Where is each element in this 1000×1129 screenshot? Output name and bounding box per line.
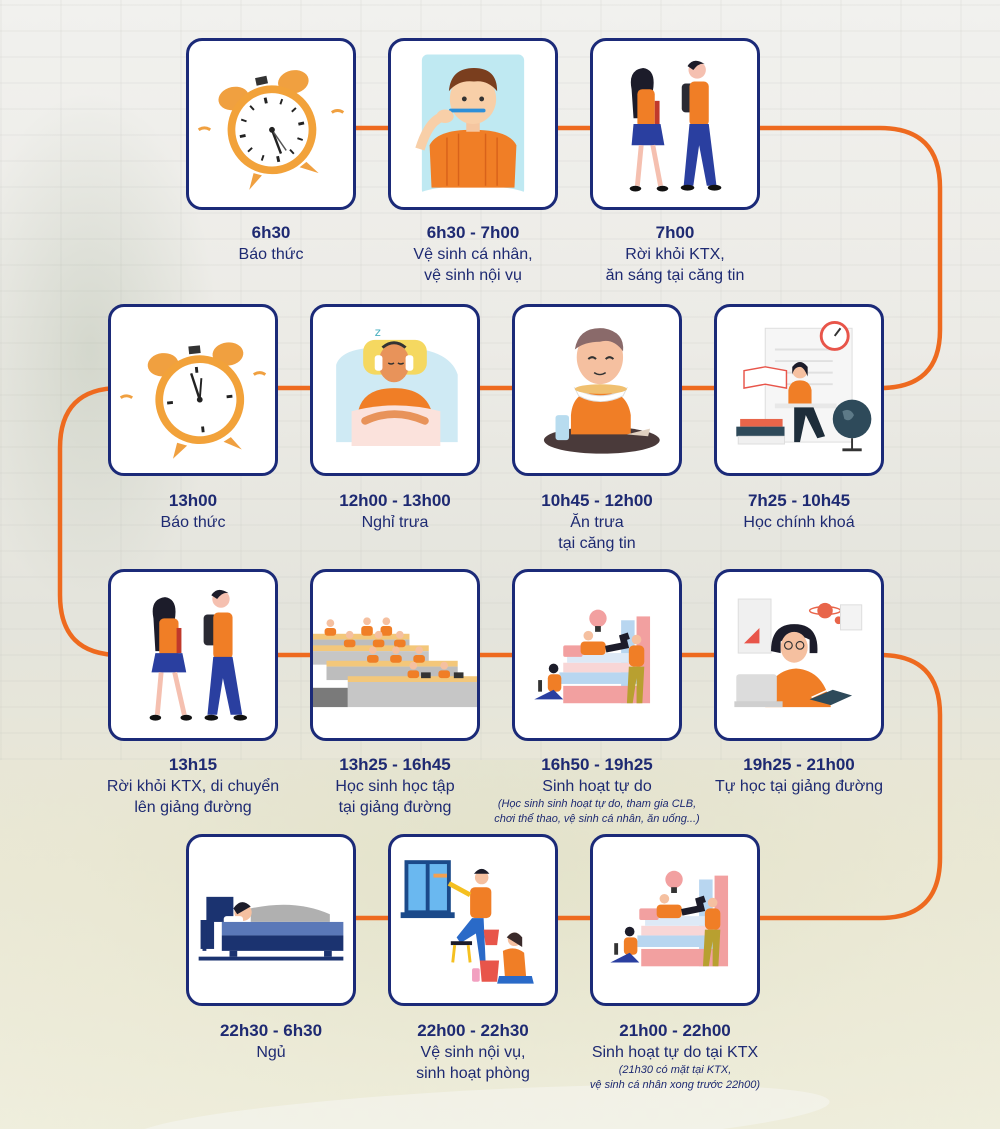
cleaning-room-icon — [400, 860, 534, 984]
label-22h00-22h30: 22h00 - 22h30 Vệ sinh nội vụ, sinh hoạt … — [353, 1020, 593, 1084]
desc-text: lên giảng đường — [134, 799, 252, 816]
alarm-clock-icon — [119, 342, 267, 459]
sleeping-bed-icon — [198, 896, 344, 961]
card-lecture-13h25-16h45 — [310, 569, 480, 741]
label-12h00-13h00: 12h00 - 13h00 Nghỉ trưa — [275, 490, 515, 533]
card-hygiene-6h30-7h00 — [388, 38, 558, 210]
desc-text: vệ sinh nội vụ — [424, 267, 522, 284]
time-text: 13h25 - 16h45 — [339, 755, 451, 774]
card-nap-12h00-13h00: z — [310, 304, 480, 476]
card-free-time-16h50-19h25 — [512, 569, 682, 741]
card-leave-dorm-7h00 — [590, 38, 760, 210]
label-7h25-10h45: 7h25 - 10h45 Học chính khoá — [679, 490, 919, 533]
desc-text: Báo thức — [160, 514, 226, 531]
note-text: chơi thể thao, vệ sinh cá nhân, ăn uống.… — [494, 813, 700, 825]
time-text: 13h00 — [168, 491, 218, 510]
desc-text: Ngủ — [256, 1044, 286, 1061]
free-activity-icon — [610, 870, 729, 967]
desc-text: Học chính khoá — [743, 514, 855, 531]
time-text: 7h25 - 10h45 — [747, 491, 851, 510]
free-activity-icon — [534, 609, 651, 704]
lecture-hall-icon — [313, 617, 477, 708]
label-13h00: 13h00 Báo thức — [73, 490, 313, 533]
time-text: 21h00 - 22h00 — [619, 1021, 731, 1040]
desc-text: Báo thức — [238, 246, 304, 263]
card-alarm-6h30 — [186, 38, 356, 210]
desc-text: Rời khỏi KTX, di chuyển — [106, 778, 280, 795]
desc-text: ăn sáng tại căng tin — [605, 267, 745, 284]
sleeping-nap-icon: z — [336, 325, 458, 446]
alarm-clock-icon — [197, 70, 345, 190]
desc-text: Vệ sinh cá nhân, — [413, 246, 533, 263]
students-walking-icon — [149, 589, 248, 721]
note-text: vệ sinh cá nhân xong trước 22h00) — [589, 1079, 761, 1091]
desc-text: Ăn trưa — [570, 514, 624, 531]
card-main-class-7h25-10h45 — [714, 304, 884, 476]
label-19h25-21h00: 19h25 - 21h00 Tự học tại giảng đường — [679, 754, 919, 797]
desc-text: Vệ sinh nội vụ, — [420, 1044, 526, 1061]
time-text: 12h00 - 13h00 — [339, 491, 451, 510]
card-leave-dorm-13h15 — [108, 569, 278, 741]
time-text: 10h45 - 12h00 — [541, 491, 653, 510]
note-text: (21h30 có mặt tại KTX, — [618, 1064, 732, 1076]
time-text: 6h30 - 7h00 — [426, 223, 520, 242]
card-sleep-22h30-6h30 — [186, 834, 356, 1006]
desc-text: Rời khỏi KTX, — [625, 246, 725, 263]
eating-lunch-icon — [543, 328, 660, 454]
time-text: 16h50 - 19h25 — [541, 755, 653, 774]
card-cleaning-22h00-22h30 — [388, 834, 558, 1006]
desc-text: tại căng tin — [558, 535, 636, 552]
students-walking-icon — [629, 60, 722, 192]
card-lunch-10h45-12h00 — [512, 304, 682, 476]
label-6h30-7h00: 6h30 - 7h00 Vệ sinh cá nhân, vệ sinh nội… — [353, 222, 593, 286]
label-16h50-19h25: 16h50 - 19h25 Sinh hoạt tự do (Học sinh … — [477, 754, 717, 827]
label-13h25-16h45: 13h25 - 16h45 Học sinh học tập tại giảng… — [275, 754, 515, 818]
card-self-study-19h25-21h00 — [714, 569, 884, 741]
label-21h00-22h00: 21h00 - 22h00 Sinh hoạt tự do tại KTX (2… — [555, 1020, 795, 1093]
desc-text: Nghỉ trưa — [361, 514, 429, 531]
time-text: 7h00 — [655, 223, 695, 242]
desc-text: sinh hoạt phòng — [416, 1065, 530, 1082]
note-text: (Học sinh sinh hoạt tự do, tham gia CLB, — [497, 798, 697, 810]
self-study-icon — [734, 598, 863, 708]
brushing-teeth-icon — [415, 54, 531, 207]
time-text: 22h30 - 6h30 — [219, 1021, 323, 1040]
desc-text: Học sinh học tập — [335, 778, 455, 795]
desc-text: tại giảng đường — [338, 799, 452, 816]
desc-text: Sinh hoạt tự do — [542, 778, 652, 795]
time-text: 13h15 — [168, 755, 218, 774]
card-alarm-13h00 — [108, 304, 278, 476]
desc-text: Tự học tại giảng đường — [714, 778, 883, 795]
label-22h30-6h30: 22h30 - 6h30 Ngủ — [151, 1020, 391, 1063]
card-free-time-dorm-21h00-22h00 — [590, 834, 760, 1006]
label-6h30: 6h30 Báo thức — [151, 222, 391, 265]
time-text: 6h30 — [251, 223, 291, 242]
time-text: 19h25 - 21h00 — [743, 755, 855, 774]
desc-text: Sinh hoạt tự do tại KTX — [591, 1044, 759, 1061]
studying-at-desk-icon — [736, 321, 872, 452]
label-10h45-12h00: 10h45 - 12h00 Ăn trưa tại căng tin — [477, 490, 717, 554]
svg-text:z: z — [375, 325, 381, 339]
label-13h15: 13h15 Rời khỏi KTX, di chuyển lên giảng … — [73, 754, 313, 818]
time-text: 22h00 - 22h30 — [417, 1021, 529, 1040]
label-7h00: 7h00 Rời khỏi KTX, ăn sáng tại căng tin — [555, 222, 795, 286]
